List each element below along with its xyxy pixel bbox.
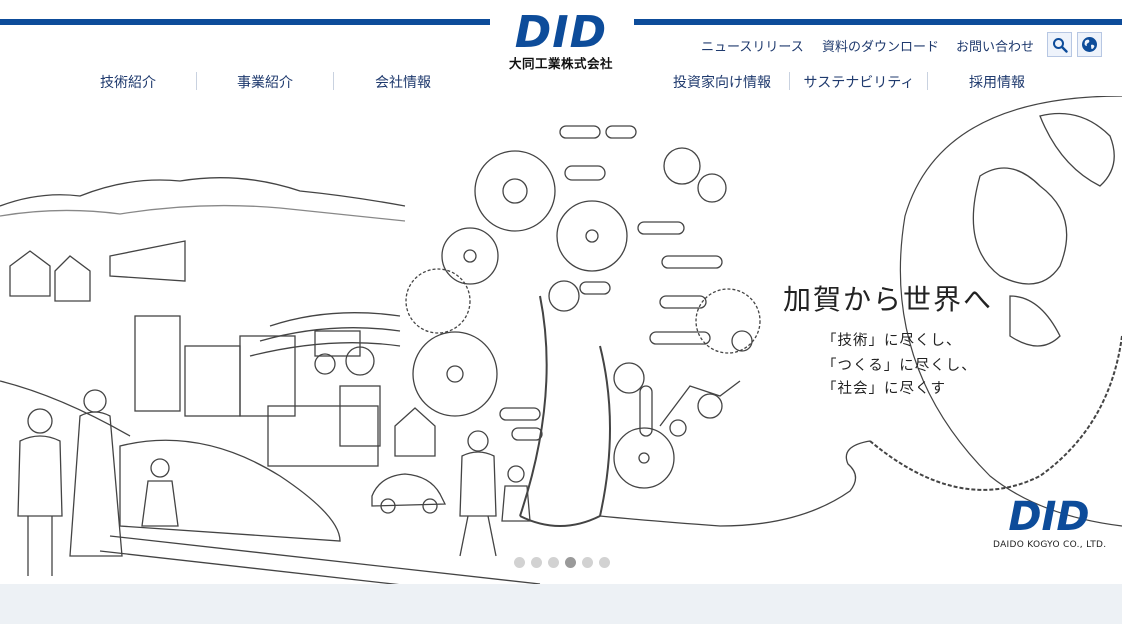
- contact-link[interactable]: お問い合わせ: [956, 40, 1035, 55]
- search-button[interactable]: [1047, 32, 1072, 57]
- nav-investors[interactable]: 投資家向け情報: [673, 75, 771, 91]
- hero-tagline: 加賀から世界へ: [783, 283, 994, 316]
- globe-icon: [1082, 37, 1097, 52]
- header-band-right: [634, 19, 1122, 25]
- hero-subline-2: 「つくる」に尽くし、: [822, 358, 977, 374]
- header-band-left: [0, 19, 490, 25]
- company-name: 大同工業株式会社: [508, 56, 613, 71]
- document-download-link[interactable]: 資料のダウンロード: [822, 40, 940, 55]
- hero-slider: 加賀から世界へ 「技術」に尽くし、 「つくる」に尽くし、 「社会」に尽くす DI…: [0, 96, 1122, 584]
- slider-dot[interactable]: [565, 557, 576, 568]
- nav-separator: [333, 72, 334, 90]
- slider-dot[interactable]: [531, 557, 542, 568]
- hero-brand-english: DAIDO KOGYO CO., LTD.: [993, 540, 1107, 550]
- nav-separator: [196, 72, 197, 90]
- logo-mark: DID: [514, 7, 608, 58]
- hero-subline-1: 「技術」に尽くし、: [822, 333, 962, 349]
- nav-separator: [789, 72, 790, 90]
- hero-brand-mark: DID: [1008, 494, 1090, 540]
- footer-band: [0, 584, 1122, 624]
- slider-dot[interactable]: [548, 557, 559, 568]
- site-logo[interactable]: DID 大同工業株式会社: [499, 10, 623, 82]
- slider-dot[interactable]: [514, 557, 525, 568]
- hero-brand-logo: DID DAIDO KOGYO CO., LTD.: [993, 494, 1107, 550]
- nav-separator: [927, 72, 928, 90]
- search-icon: [1052, 37, 1068, 53]
- slider-dot[interactable]: [599, 557, 610, 568]
- nav-sustainability[interactable]: サステナビリティ: [803, 75, 915, 91]
- language-button[interactable]: [1077, 32, 1102, 57]
- news-release-link[interactable]: ニュースリリース: [701, 40, 804, 55]
- nav-business[interactable]: 事業紹介: [237, 75, 293, 91]
- nav-technology[interactable]: 技術紹介: [100, 75, 156, 91]
- nav-company[interactable]: 会社情報: [375, 75, 431, 91]
- slider-dot[interactable]: [582, 557, 593, 568]
- hero-illustration: [0, 96, 1122, 584]
- nav-recruit[interactable]: 採用情報: [969, 75, 1025, 91]
- hero-subline-3: 「社会」に尽くす: [822, 381, 946, 397]
- site-header: DID 大同工業株式会社 ニュースリリース 資料のダウンロード お問い合わせ 技…: [0, 0, 1122, 96]
